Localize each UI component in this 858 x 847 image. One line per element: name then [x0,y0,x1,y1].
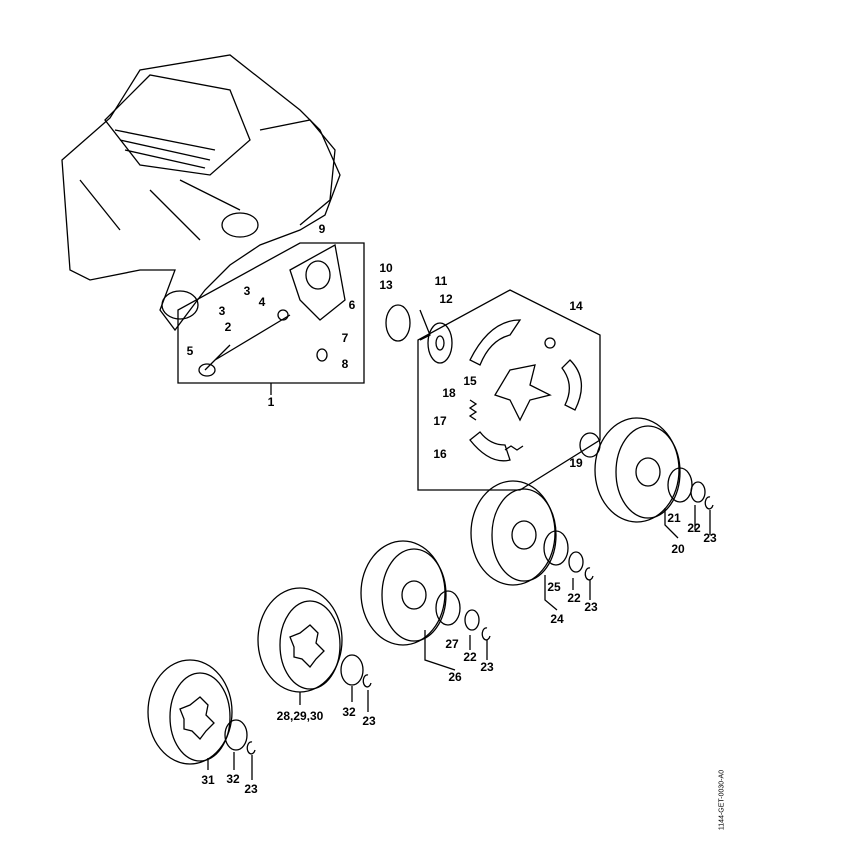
part-label[interactable]: 32 [226,772,240,786]
part-label[interactable]: 21 [667,511,681,525]
part-label[interactable]: 5 [186,344,194,358]
part-label[interactable]: 15 [463,374,477,388]
part-label[interactable]: 23 [362,714,376,728]
part-label[interactable]: 31 [201,773,215,787]
part-label[interactable]: 7 [341,331,349,345]
part-label[interactable]: 11 [434,274,448,288]
part-label[interactable]: 26 [448,670,462,684]
drawing-code: 1144-GET-0030-A0 [718,769,726,831]
part-label[interactable]: 16 [433,447,447,461]
part-label[interactable]: 32 [342,705,356,719]
part-label[interactable]: 1 [267,395,275,409]
clutch-drum-26 [360,540,491,671]
part-label[interactable]: 24 [550,612,564,626]
part-label[interactable]: 20 [671,542,685,556]
part-label[interactable]: 23 [244,782,258,796]
part-label[interactable]: 28,29,30 [276,709,324,723]
part-label[interactable]: 9 [318,222,326,236]
clutch-drum-24 [470,480,594,611]
clutch-drum-20 [594,417,714,539]
clutch-group-box [417,289,601,491]
part-label[interactable]: 23 [584,600,598,614]
part-label[interactable]: 23 [703,531,717,545]
part-label[interactable]: 22 [567,591,581,605]
part-label[interactable]: 19 [569,456,583,470]
part-label[interactable]: 12 [439,292,453,306]
part-label[interactable]: 10 [379,261,393,275]
part-label[interactable]: 17 [433,414,447,428]
part-label[interactable]: 3 [243,284,251,298]
part-label[interactable]: 22 [687,521,701,535]
oil-pump-group-box [177,242,365,384]
part-label[interactable]: 23 [480,660,494,674]
part-label[interactable]: 22 [463,650,477,664]
part-label[interactable]: 4 [258,295,266,309]
part-label[interactable]: 8 [341,357,349,371]
part-label[interactable]: 13 [379,278,393,292]
part-label[interactable]: 6 [348,298,356,312]
clutch-drum-31 [147,659,256,780]
clutch-drum-28-29-30 [257,587,372,712]
part-label[interactable]: 14 [569,299,583,313]
part-label[interactable]: 18 [442,386,456,400]
part-label[interactable]: 3 [218,304,226,318]
engine-block-illustration [61,54,341,332]
part-label[interactable]: 25 [547,580,561,594]
part-label[interactable]: 27 [445,637,459,651]
part-label[interactable]: 2 [224,320,232,334]
